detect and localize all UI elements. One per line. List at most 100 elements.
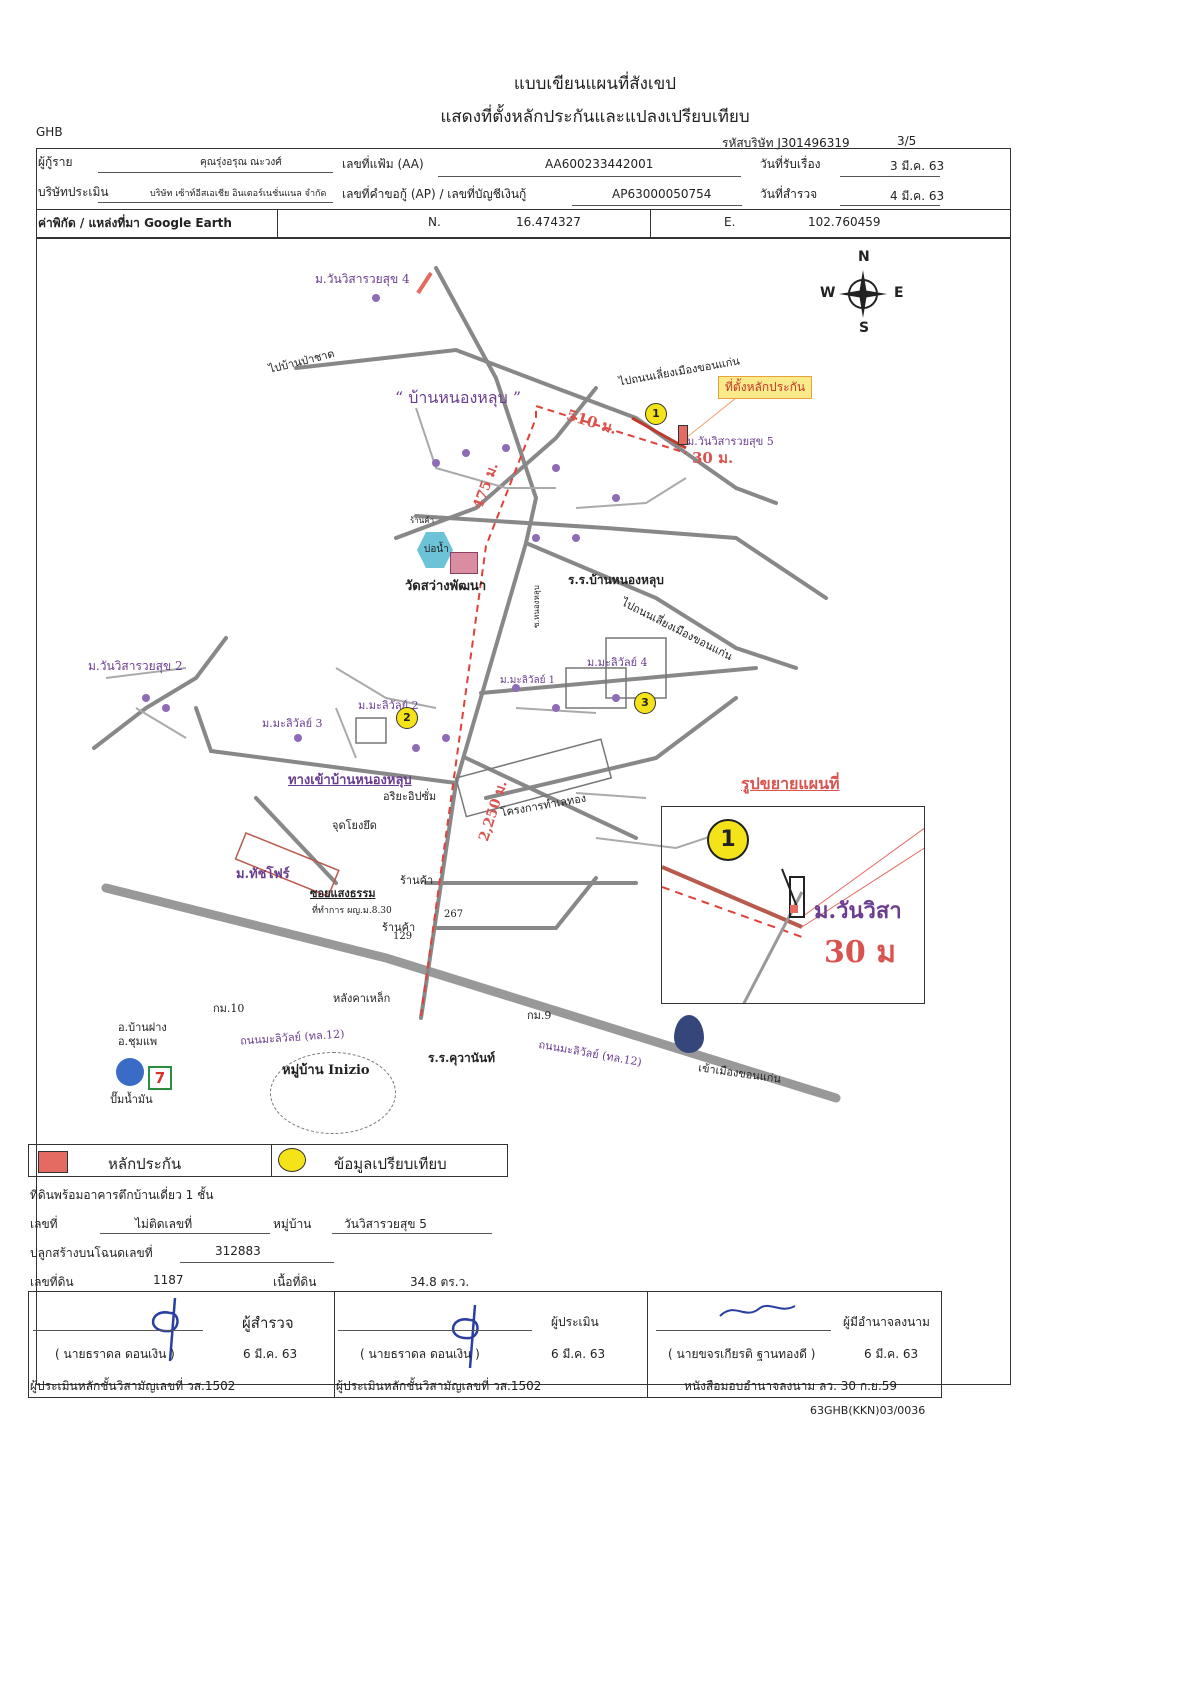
signature-2 — [451, 1304, 479, 1369]
land-no-value: 1187 — [153, 1273, 184, 1287]
received-label: วันที่รับเรื่อง — [760, 157, 821, 171]
sig2-date: 6 มี.ค. 63 — [551, 1347, 606, 1361]
label-entrance: ทางเข้าบ้านหนองหลุบ — [288, 773, 412, 788]
label-km10: กม.10 — [213, 1002, 245, 1015]
signature-3 — [719, 1304, 796, 1317]
borrower-value: คุณรุ่งอรุณ ณะวงศ์ — [200, 157, 282, 168]
label-tachapone: ม.ทัชโฟร์ — [236, 867, 290, 882]
sig3-name: ( นายขจรเกียรติ ฐานทองดี ) — [668, 1347, 816, 1361]
n-label: N. — [428, 215, 441, 229]
ghb-label: GHB — [36, 125, 63, 139]
page-number: 3/5 — [897, 134, 917, 148]
footer-code: 63GHB(KKN)03/0036 — [810, 1404, 926, 1417]
survey-value: 4 มี.ค. 63 — [890, 189, 945, 203]
label-gas-station: ปั๊มน้ำมัน — [110, 1093, 153, 1106]
inset-marker-1: 1 — [707, 819, 749, 861]
inset-label-village: ม.วันวิสา — [814, 898, 902, 924]
property-type: ที่ดินพร้อมอาคารตึกบ้านเดี่ยว 1 ชั้น — [30, 1188, 214, 1202]
water-icon — [417, 532, 453, 568]
label-steel-roof: หลังคาเหล็ก — [333, 992, 391, 1005]
label-village4: ม.วันวิสารวยสุข 4 — [315, 272, 410, 286]
inizio-area — [270, 1052, 396, 1134]
sig1-name: ( นายธราดล ดอนเงิน ) — [55, 1347, 175, 1361]
legend-comparison-swatch — [278, 1148, 306, 1172]
appraiser-label: บริษัทประเมิน — [38, 185, 109, 199]
compass-e: E — [894, 285, 904, 301]
compass-s: S — [859, 320, 870, 336]
area-label: เนื้อที่ดิน — [273, 1275, 317, 1289]
sig1-note: ผู้ประเมินหลักชั้นวิสามัญเลขที่ วส.1502 — [30, 1379, 236, 1393]
seven-eleven-icon: 7 — [148, 1066, 172, 1090]
deed-value: 312883 — [215, 1244, 261, 1258]
signature-1 — [151, 1297, 179, 1362]
map-frame — [36, 238, 1011, 1385]
doc-subtitle: แสดงที่ตั้งหลักประกันและแปลงเปรียบเทียบ — [440, 107, 750, 127]
survey-label: วันที่สำรวจ — [760, 187, 818, 201]
road-diag — [394, 386, 598, 540]
received-value: 3 มี.ค. 63 — [890, 159, 945, 173]
label-village2: ม.วันวิสารวยสุข 2 — [88, 659, 183, 673]
sig2-role: ผู้ประเมิน — [551, 1315, 599, 1329]
compass-w: W — [820, 285, 836, 301]
legend-collateral-label: หลักประกัน — [108, 1155, 182, 1173]
label-shop-1: ร้านค้า — [410, 516, 435, 525]
label-shop-3: ร้านค้า — [382, 921, 416, 934]
land-no-label: เลขที่ดิน — [30, 1275, 74, 1289]
village-label: หมู่บ้าน — [273, 1217, 312, 1231]
label-ban-nonglup: “ บ้านหนองหลุบ ” — [395, 388, 522, 407]
road-mid-e2 — [484, 696, 738, 800]
inset-label-30: 30 ม — [824, 935, 896, 970]
sig3-date: 6 มี.ค. 63 — [864, 1347, 919, 1361]
file-value: AA600233442001 — [545, 157, 654, 171]
sig3-note: หนังสือมอบอำนาจลงนาม ลว. 30 ก.ย.59 — [684, 1379, 898, 1393]
road-main — [434, 266, 539, 785]
temple-icon — [450, 552, 478, 574]
road-entrance-west — [194, 706, 458, 785]
label-267: 267 — [444, 909, 464, 920]
label-inizio: หมู่บ้าน Inizio — [282, 1063, 370, 1078]
ptt-station-icon — [674, 1015, 704, 1053]
deed-label: ปลูกสร้างบนโฉนดเลขที่ — [30, 1246, 153, 1260]
comparison-marker-1: 1 — [645, 403, 667, 425]
label-mali4: ม.มะลิวัลย์ 4 — [587, 656, 648, 669]
label-to-chumphae: อ.ชุมแพ — [118, 1035, 158, 1048]
label-school-2: ร.ร.คุวานันท์ — [428, 1051, 496, 1065]
enlarge-title: รูปขยายแผนที่ — [741, 774, 840, 793]
label-km9: กม.9 — [527, 1009, 552, 1022]
header-table — [36, 148, 1011, 239]
label-mali1: ม.มะลิวัลย์ 1 — [500, 675, 556, 686]
label-village5: ม.วันวิสารวยสุข 5 — [687, 435, 774, 448]
label-school-1: ร.ร.บ้านหนองหลุบ — [568, 573, 664, 587]
label-soi-saengtham: ซอยแสงธรรม — [310, 887, 376, 900]
road-mid-e — [479, 666, 758, 695]
number-label: เลขที่ — [30, 1217, 58, 1231]
road-west — [92, 636, 228, 750]
e-value: 102.760459 — [808, 215, 881, 229]
appraiser-value: บริษัท เซ้าท์อีสเอเชีย อินเตอร์เนชั่นแนล… — [150, 189, 327, 199]
legend-collateral-swatch — [38, 1151, 68, 1173]
sig3-role: ผู้มีอำนาจลงนาม — [843, 1315, 930, 1329]
label-wat: วัดสว่างพัฒนา — [405, 579, 487, 594]
label-office: ที่ทำการ ผญ.ม.8.30 — [312, 906, 392, 916]
comparison-marker-3: 3 — [634, 692, 656, 714]
label-soi-road: ซ.หนองหลุบ — [531, 585, 541, 628]
coord-label: ค่าพิกัด / แหล่งที่มา Google Earth — [38, 216, 232, 230]
inset-map: 1 ม.วันวิสา 30 ม — [661, 806, 925, 1004]
label-129: 129 — [393, 931, 413, 942]
sig1-role: ผู้สำรวจ — [242, 1314, 294, 1332]
sig1-date: 6 มี.ค. 63 — [243, 1347, 298, 1361]
ap-value: AP63000050754 — [612, 187, 712, 201]
company-code: รหัสบริษัท J301496319 — [722, 136, 850, 150]
comparison-marker-2: 2 — [396, 707, 418, 729]
inset-canvas — [662, 827, 924, 1003]
label-to-banfang: อ.บ้านฝาง — [118, 1021, 167, 1034]
road-to-bypass — [524, 541, 798, 670]
sig2-note: ผู้ประเมินหลักชั้นวิสามัญเลขที่ วส.1502 — [336, 1379, 542, 1393]
road-soi — [464, 756, 638, 840]
road-sw — [254, 796, 338, 885]
compass-rose-icon — [839, 270, 887, 318]
n-value: 16.474327 — [516, 215, 581, 229]
label-dist-30: 30 ม. — [692, 449, 734, 467]
gas-station-icon — [116, 1058, 144, 1086]
label-mall: อริยะอิปซั่ม — [383, 790, 437, 803]
